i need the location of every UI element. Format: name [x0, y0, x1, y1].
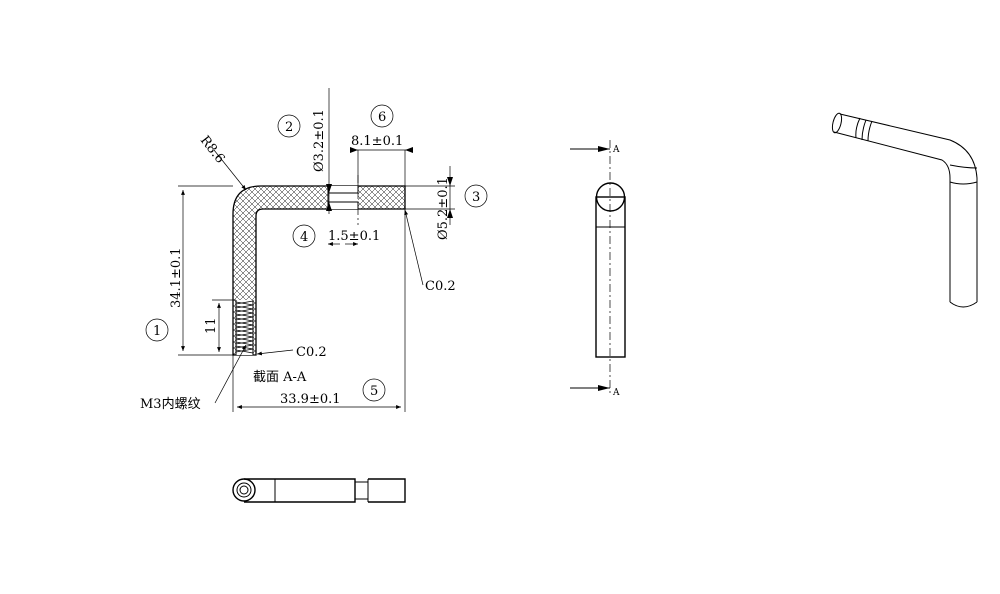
small-diameter-dimension: Ø3.2±0.1: [312, 109, 327, 172]
large-diameter-dimension: Ø5.2±0.1: [436, 177, 451, 240]
svg-text:2: 2: [285, 120, 293, 135]
internal-thread: [235, 300, 254, 355]
side-view: A A: [570, 140, 626, 398]
balloon-3: 3: [464, 184, 488, 208]
section-view: R8.6 34.1±0.1 11 33.9±0.1 8.1±0.1 Ø3.2±0…: [140, 88, 488, 412]
bottom-view: [232, 478, 406, 503]
thread-length-dimension: 11: [204, 317, 219, 334]
svg-text:5: 5: [370, 384, 378, 399]
section-label: 截面 A-A: [253, 370, 307, 385]
balloon-2: 2: [277, 114, 301, 138]
isometric-view: [831, 112, 978, 308]
width-dimension: 33.9±0.1: [280, 392, 341, 407]
groove: [328, 186, 358, 209]
height-dimension: 34.1±0.1: [169, 247, 184, 308]
balloon-5: 5: [362, 378, 386, 402]
svg-text:1: 1: [153, 324, 161, 339]
chamfer-right-label: C0.2: [425, 279, 456, 294]
cut-label-bottom: A: [612, 388, 620, 398]
cut-label-top: A: [612, 145, 620, 155]
groove-dimension: 1.5±0.1: [328, 229, 380, 244]
balloon-6: 6: [370, 104, 394, 128]
balloon-4: 4: [292, 224, 316, 248]
length-dimension: 8.1±0.1: [351, 134, 403, 149]
svg-text:6: 6: [378, 110, 386, 125]
chamfer-bottom-label: C0.2: [296, 345, 327, 360]
svg-text:3: 3: [472, 190, 480, 205]
section-body: [232, 185, 406, 356]
balloon-1: 1: [145, 318, 169, 342]
svg-text:4: 4: [300, 230, 308, 245]
thread-label: M3内螺纹: [140, 396, 201, 412]
